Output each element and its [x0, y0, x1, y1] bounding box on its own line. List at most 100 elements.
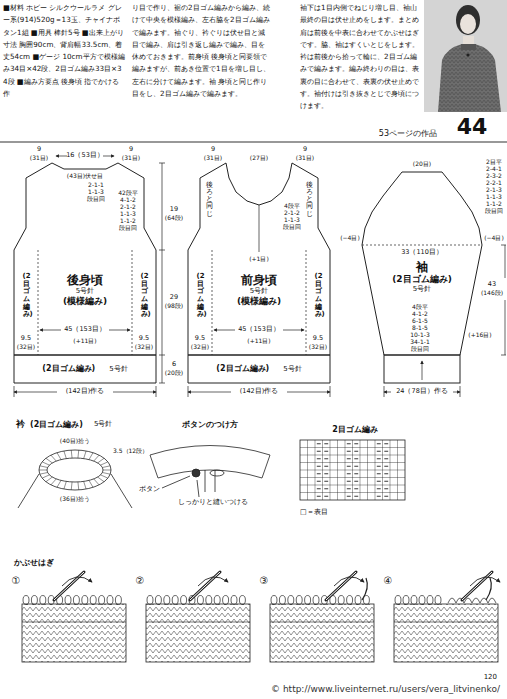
drawing-stroke [156, 386, 157, 397]
drawing-stroke [101, 462, 108, 465]
drawing-stroke [377, 488, 381, 489]
decrease-table: 段目回 [87, 196, 105, 203]
drawing-stroke [403, 596, 409, 605]
drawing-stroke [300, 492, 405, 493]
drawing-stroke [38, 250, 39, 355]
drawing-stroke [259, 205, 260, 252]
outline-path [14, 163, 156, 355]
diagram-title: (2目ゴム編み) [30, 421, 83, 430]
drawing-stroke [214, 596, 220, 605]
drawing-stroke [223, 596, 229, 605]
drawing-stroke [354, 443, 358, 444]
dimension-label: 1-1-3 [486, 194, 502, 201]
drawing-stroke [317, 443, 321, 444]
dimension-label: (+1目) [249, 256, 269, 263]
drawing-stroke [71, 482, 73, 490]
drawing-stroke [377, 481, 381, 482]
dimension-label: 2-1-2 [120, 204, 136, 211]
drawing-stroke [313, 596, 319, 605]
drawing-stroke [501, 245, 506, 246]
part-label: ボタン [139, 486, 160, 494]
piece-label: 袖 [416, 260, 428, 274]
drawing-stroke [109, 330, 130, 331]
pattern-number: 44 [457, 115, 488, 139]
drawing-stroke [354, 466, 358, 467]
drawing-stroke [40, 472, 48, 474]
drawing-stroke [0, 141, 507, 142]
drawing-stroke [334, 577, 364, 586]
drawing-stroke [164, 596, 170, 605]
drawing-stroke [46, 477, 52, 482]
dimension-label: 45（153目） [64, 326, 106, 333]
drawing-stroke [306, 250, 307, 355]
drawing-stroke [453, 392, 460, 393]
dimension-label: 42段平 [118, 190, 138, 197]
outline-path [188, 163, 330, 355]
drawing-stroke [461, 44, 476, 50]
note-label: 後ろと同じ [206, 182, 213, 218]
dimension-label: 1-1-2 [120, 218, 136, 225]
drawing-stroke [84, 481, 86, 489]
drawing-stroke [84, 451, 86, 459]
drawing-stroke [354, 473, 358, 474]
drawing-stroke [159, 355, 165, 356]
drawing-stroke [206, 596, 212, 605]
drawing-stroke [317, 481, 321, 482]
dimension-label: (31目) [30, 155, 48, 162]
drawing-stroke [65, 596, 71, 605]
piece-label: 後身頃 [67, 273, 103, 287]
dimension-label: 10-1-3 [410, 332, 430, 339]
drawing-stroke [56, 156, 67, 157]
drawing-stroke [347, 473, 351, 474]
drawing-stroke [347, 496, 351, 497]
drawing-stroke [394, 604, 498, 662]
seam-illustrations [22, 572, 500, 662]
piece-label: (2目ゴム編み) [216, 364, 269, 374]
outline-path [14, 355, 156, 383]
dimension-label: 2-1-3 [486, 187, 502, 194]
dimension-label: 4-1-2 [412, 311, 428, 318]
step-number: ② [136, 575, 145, 586]
dimension-label: 8-1-5 [412, 325, 428, 332]
drawing-stroke [23, 596, 29, 605]
drawing-stroke [347, 458, 351, 459]
drawing-stroke [354, 451, 358, 452]
dimension-label: (+11目) [247, 338, 270, 345]
drawing-stroke [271, 596, 277, 605]
drawing-stroke [103, 156, 114, 157]
drawing-stroke [419, 596, 425, 605]
drawing-stroke [505, 300, 506, 355]
rib-chart [300, 440, 405, 500]
drawing-stroke [362, 245, 482, 246]
dimension-label: 16（53目） [66, 152, 104, 159]
drawing-stroke [505, 245, 506, 278]
drawing-stroke [113, 392, 156, 393]
dimension-label: (98段) [165, 303, 183, 310]
drawing-stroke [40, 466, 48, 468]
drawing-stroke [40, 330, 61, 331]
drawing-stroke [146, 604, 250, 662]
drawing-stroke [31, 596, 37, 605]
dimension-label: 9.5 [21, 335, 31, 342]
diagram-title: 衿 [16, 420, 25, 430]
drawing-stroke [18, 474, 132, 508]
dimension-label: (31目) [204, 155, 222, 162]
drawing-stroke [395, 596, 401, 605]
drawing-stroke [324, 473, 328, 474]
drawing-stroke [57, 480, 61, 487]
note-label: 後ろと同じ [306, 182, 313, 218]
dimension-label: 4段平 [284, 203, 300, 210]
instruction-text: ■材料 ホビー シルクウールラメ グレー系(914)520g＝13玉、チャイナボ… [3, 2, 125, 100]
dimension-label: (40目)拾う [60, 438, 90, 445]
drawing-stroke [326, 572, 356, 600]
dimension-label: 2-1-1 [88, 182, 104, 189]
drawing-stroke [330, 386, 331, 397]
drawing-stroke [377, 443, 381, 444]
dimension-label: (20目) [413, 161, 431, 168]
drawing-stroke [347, 451, 351, 452]
button-diagram [150, 446, 270, 498]
model-photo [424, 0, 507, 112]
decrease-table: 段目回 [119, 225, 137, 232]
dimension-label: (142目)作る [65, 388, 105, 395]
